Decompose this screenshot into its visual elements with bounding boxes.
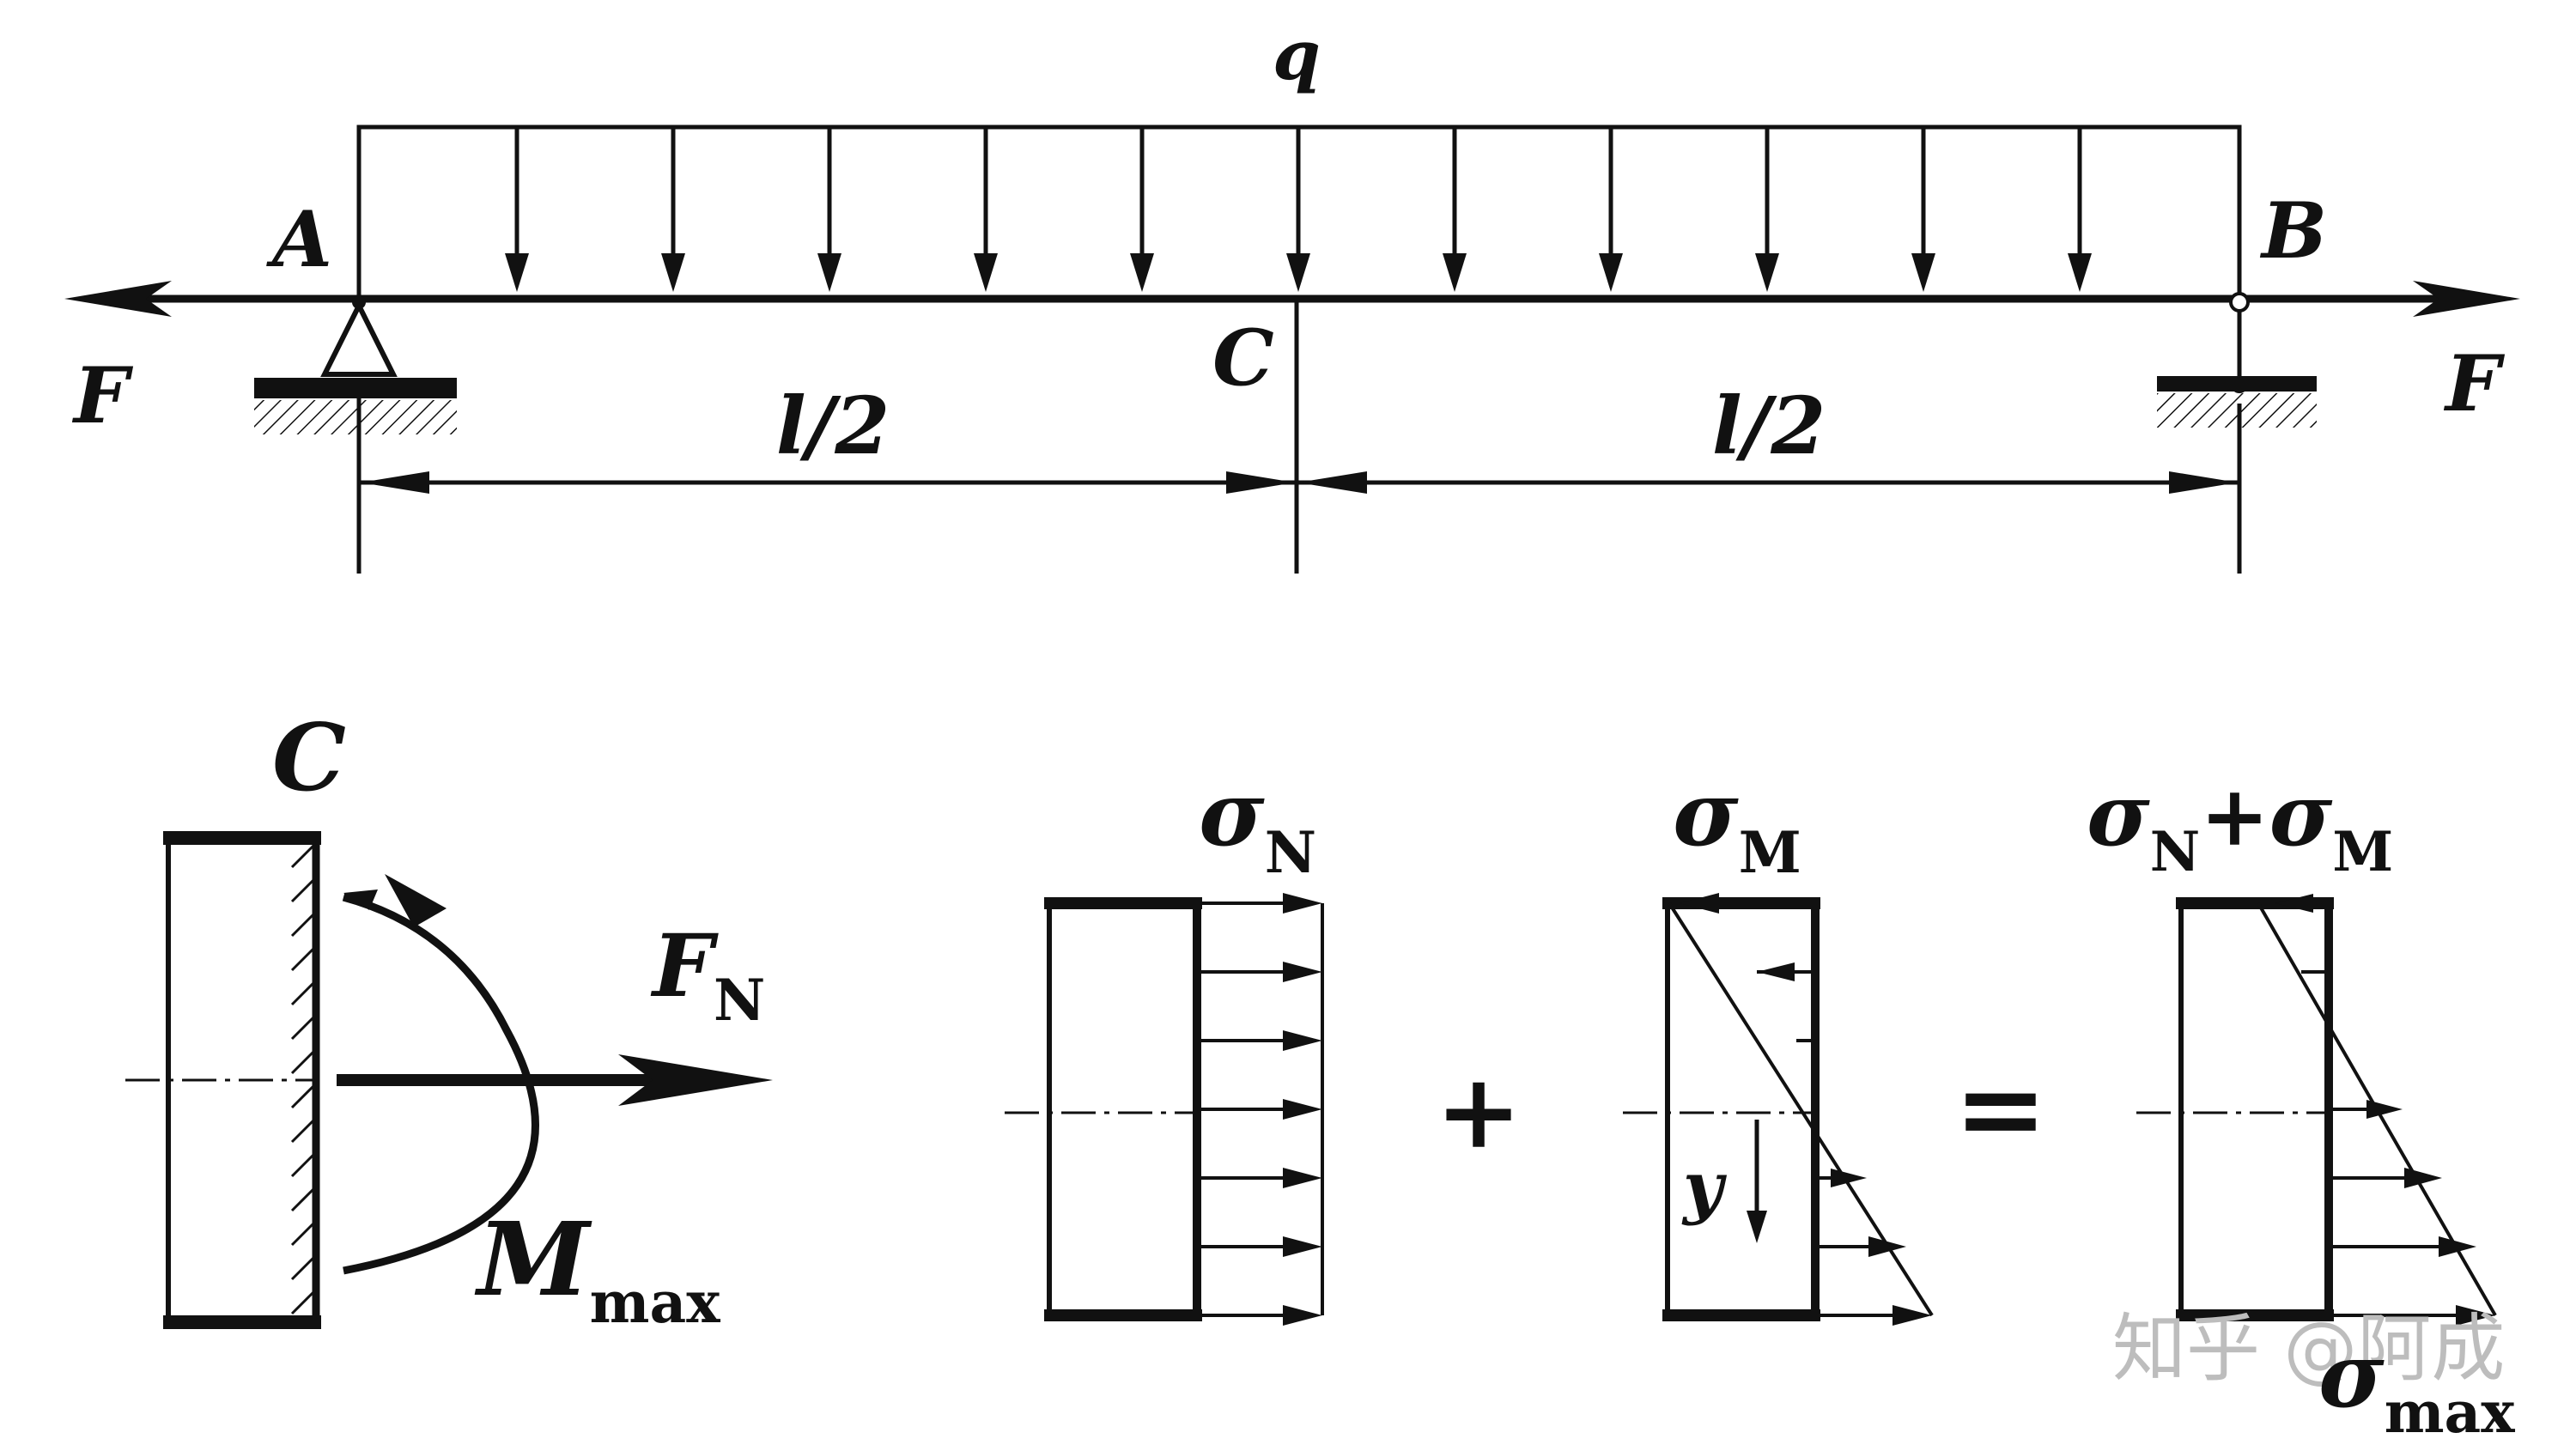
stress-diagram-bending	[1623, 893, 1934, 1326]
load-label-q: q	[1273, 15, 1321, 95]
equals-operator: =	[1954, 1042, 2048, 1174]
moment-subscript: max	[590, 1269, 721, 1336]
pin-support-a	[254, 295, 457, 434]
axial-force-label: FN	[650, 915, 765, 1034]
sigma-m-label: σM	[1673, 761, 1801, 886]
moment-label: Mmax	[474, 1199, 720, 1336]
combined-stress-label: σN+σM	[2087, 764, 2393, 884]
span-label-right: l/2	[1712, 379, 1826, 472]
span-label-left: l/2	[776, 379, 890, 472]
y-coordinate-label: y	[1681, 1146, 1728, 1227]
moment-symbol: M	[474, 1199, 592, 1319]
sigma-n-subscript: N	[1265, 819, 1316, 886]
point-label-b: B	[2259, 185, 2327, 276]
combined-sigma-n-subscript: N	[2150, 820, 2201, 884]
moment-arrowhead	[385, 874, 447, 927]
sigma-max-subscript: max	[2385, 1379, 2516, 1446]
plus-operator: +	[1436, 1051, 1522, 1172]
point-label-a: A	[265, 194, 332, 285]
section-label-c: C	[272, 704, 346, 812]
sigma-m-subscript: M	[1739, 819, 1801, 886]
sigma-n-label: σN	[1199, 761, 1316, 886]
axial-force-arrow	[618, 1054, 773, 1106]
combined-plus-sign: +	[2200, 768, 2269, 865]
force-arrow-left	[64, 281, 172, 317]
combined-sigma-n-symbol: σ	[2087, 764, 2150, 865]
combined-sigma-m-symbol: σ	[2269, 764, 2333, 865]
force-label-right: F	[2443, 338, 2506, 429]
sigma-max-label: σmax	[2318, 1322, 2515, 1446]
beam-axis	[64, 281, 2520, 317]
stress-diagram-combined	[2136, 894, 2497, 1326]
stress-diagram-axial	[1005, 893, 1324, 1326]
sigma-n-symbol: σ	[1199, 761, 1265, 866]
force-label-left: F	[71, 350, 134, 441]
combined-sigma-m-subscript: M	[2332, 820, 2393, 884]
sigma-max-symbol: σ	[2318, 1322, 2385, 1428]
dimension-lines	[356, 299, 2242, 574]
distributed-load	[356, 124, 2242, 300]
axial-force-symbol: F	[650, 915, 719, 1017]
axial-force-subscript: N	[714, 967, 765, 1034]
roller-support-b	[2157, 292, 2317, 428]
dimension-arrows	[361, 471, 2238, 494]
force-arrow-right	[2413, 281, 2520, 317]
sigma-m-symbol: σ	[1673, 761, 1739, 866]
point-label-c: C	[1212, 313, 1274, 404]
section-c-freebody	[125, 831, 773, 1329]
moment-arc	[342, 893, 539, 1275]
watermark: 知乎 @阿成	[2112, 1306, 2505, 1392]
